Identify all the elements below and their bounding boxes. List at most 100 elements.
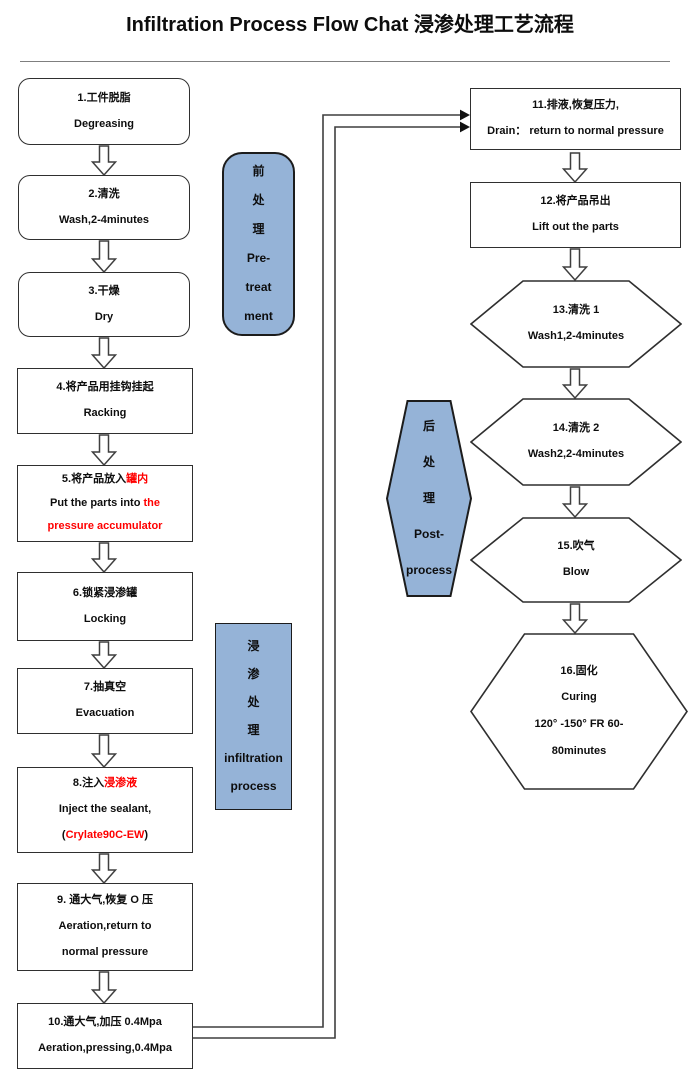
title-divider-line xyxy=(20,61,670,62)
text-segment: 16.固化 xyxy=(560,664,598,677)
text-line: Post- xyxy=(414,527,444,542)
text-segment: 理 xyxy=(422,491,435,505)
text-line: 处 xyxy=(252,193,264,208)
text-line: Blow xyxy=(563,566,589,580)
text-line: 6.锁紧浸渗罐 xyxy=(73,587,137,601)
text-segment: 8.注入 xyxy=(72,777,105,790)
text-line: Degreasing xyxy=(74,118,134,132)
text-line: 3.干燥 xyxy=(88,285,119,299)
node-11-drain: 11.排液,恢复压力,Drain： return to normal press… xyxy=(470,88,681,150)
text-line: process xyxy=(230,779,276,794)
text-segment: Evacuation xyxy=(75,707,135,719)
text-line: 80minutes xyxy=(552,745,606,759)
down-arrow arrow-8-9 xyxy=(90,853,118,885)
text-line: 11.排液,恢复压力, xyxy=(532,99,619,113)
text-segment: 14.清洗 2 xyxy=(552,422,600,435)
text-line: pressure accumulator xyxy=(48,520,163,534)
text-line: 处 xyxy=(247,695,259,710)
text-segment: 理 xyxy=(252,222,265,236)
text-line: 14.清洗 2 xyxy=(553,422,599,436)
text-segment: 5.将产品放入 xyxy=(61,472,127,485)
text-line: 1.工件脱脂 xyxy=(77,92,130,106)
down-arrow arrow-3-4 xyxy=(90,337,118,370)
red-highlight-text: 浸渗液 xyxy=(104,777,138,790)
node-16-curing: 16.固化 Curing 120° -150° FR 60- 80minutes xyxy=(470,633,688,790)
group-label-pretreatment: 前处理 Pre-treat ment xyxy=(222,152,295,336)
node-2-wash: 2.清洗 Wash,2-4minutes xyxy=(18,175,190,240)
text-line: 15.吹气 xyxy=(557,540,594,554)
node-6-locking: 6.锁紧浸渗罐 Locking xyxy=(17,572,193,641)
text-line: 2.清洗 xyxy=(88,188,119,202)
text-segment: 1.工件脱脂 xyxy=(77,91,131,104)
text-segment: 80minutes xyxy=(551,744,607,757)
text-line: Evacuation xyxy=(76,707,135,721)
down-arrow arrow-12-13 xyxy=(561,248,589,282)
text-segment: 13.清洗 1 xyxy=(552,304,600,317)
text-segment: Aeration,pressing,0.4Mpa xyxy=(38,1042,172,1054)
text-segment: ( xyxy=(61,828,66,841)
text-line: 12.将产品吊出 xyxy=(540,195,610,209)
text-line: Put the parts into the xyxy=(50,497,160,511)
text-segment: Wash1,2-4minutes xyxy=(527,330,625,342)
text-line: ment xyxy=(244,309,273,324)
node-12-lift-out-parts: 12.将产品吊出 Lift out the parts xyxy=(470,182,681,248)
text-segment: ) xyxy=(144,828,149,841)
text-segment: 3.干燥 xyxy=(88,284,120,297)
down-arrow arrow-14-15 xyxy=(561,486,589,519)
text-segment: process xyxy=(405,563,453,577)
text-segment: treat xyxy=(245,280,272,294)
text-line: 理 xyxy=(423,491,435,506)
red-highlight-text: pressure accumulator xyxy=(47,520,163,533)
node-14-wash2: 14.清洗 2 Wash2,2-4minutes xyxy=(470,398,682,486)
group-label-postprocess: 后处理 Post-process xyxy=(386,400,472,597)
text-line: treat xyxy=(245,280,271,295)
text-segment: Pre- xyxy=(246,251,271,265)
text-line: 理 xyxy=(247,723,259,738)
red-highlight-text: the xyxy=(143,496,161,509)
down-arrow arrow-9-10 xyxy=(90,971,118,1005)
connector-line-outer xyxy=(193,114,460,1028)
text-line: 9. 通大气,恢复 O 压 xyxy=(57,894,153,908)
node-3-dry: 3.干燥 Dry xyxy=(18,272,190,337)
text-line: 16.固化 xyxy=(560,665,597,679)
text-line: Racking xyxy=(84,407,127,421)
hexagon-shape xyxy=(470,398,682,486)
text-line: 处 xyxy=(423,455,435,470)
text-line: infiltration xyxy=(224,751,283,766)
down-arrow arrow-4-5 xyxy=(90,434,118,467)
text-segment: infiltration xyxy=(224,751,283,765)
text-line: Locking xyxy=(84,613,126,627)
text-segment: 处 xyxy=(252,193,265,207)
text-line: Pre- xyxy=(247,251,270,266)
text-segment: 浸 xyxy=(247,639,260,653)
page-title: Infiltration Process Flow Chat 浸渗处理工艺流程 xyxy=(126,14,574,36)
text-line: 120° -150° FR 60- xyxy=(535,718,624,732)
text-line: Curing xyxy=(561,691,596,705)
text-line: Aeration,return to xyxy=(59,920,152,934)
text-segment: 渗 xyxy=(247,667,260,681)
down-arrow arrow-15-16 xyxy=(561,603,589,635)
text-segment: Aeration,return to xyxy=(58,920,152,933)
hexagon-shape xyxy=(470,280,682,368)
text-line: 理 xyxy=(252,222,264,237)
connector-arrowhead-outer xyxy=(460,109,470,121)
text-line: Wash,2-4minutes xyxy=(59,214,149,228)
text-line: 7.抽真空 xyxy=(84,681,126,695)
text-line: 浸 xyxy=(247,639,259,654)
text-segment: Blow xyxy=(562,566,590,578)
text-line: Dry xyxy=(95,311,113,325)
text-segment: Degreasing xyxy=(74,117,134,130)
node-13-wash1: 13.清洗 1 Wash1,2-4minutes xyxy=(470,280,682,368)
text-segment: Inject the sealant, xyxy=(58,803,152,816)
text-segment: 后 xyxy=(422,419,435,433)
text-segment: Post- xyxy=(414,527,444,541)
down-arrow arrow-5-6 xyxy=(90,542,118,574)
text-line: Lift out the parts xyxy=(532,221,619,235)
text-segment: 前 xyxy=(252,164,265,178)
text-segment: Wash2,2-4minutes xyxy=(527,448,625,460)
text-line: process xyxy=(406,563,452,578)
